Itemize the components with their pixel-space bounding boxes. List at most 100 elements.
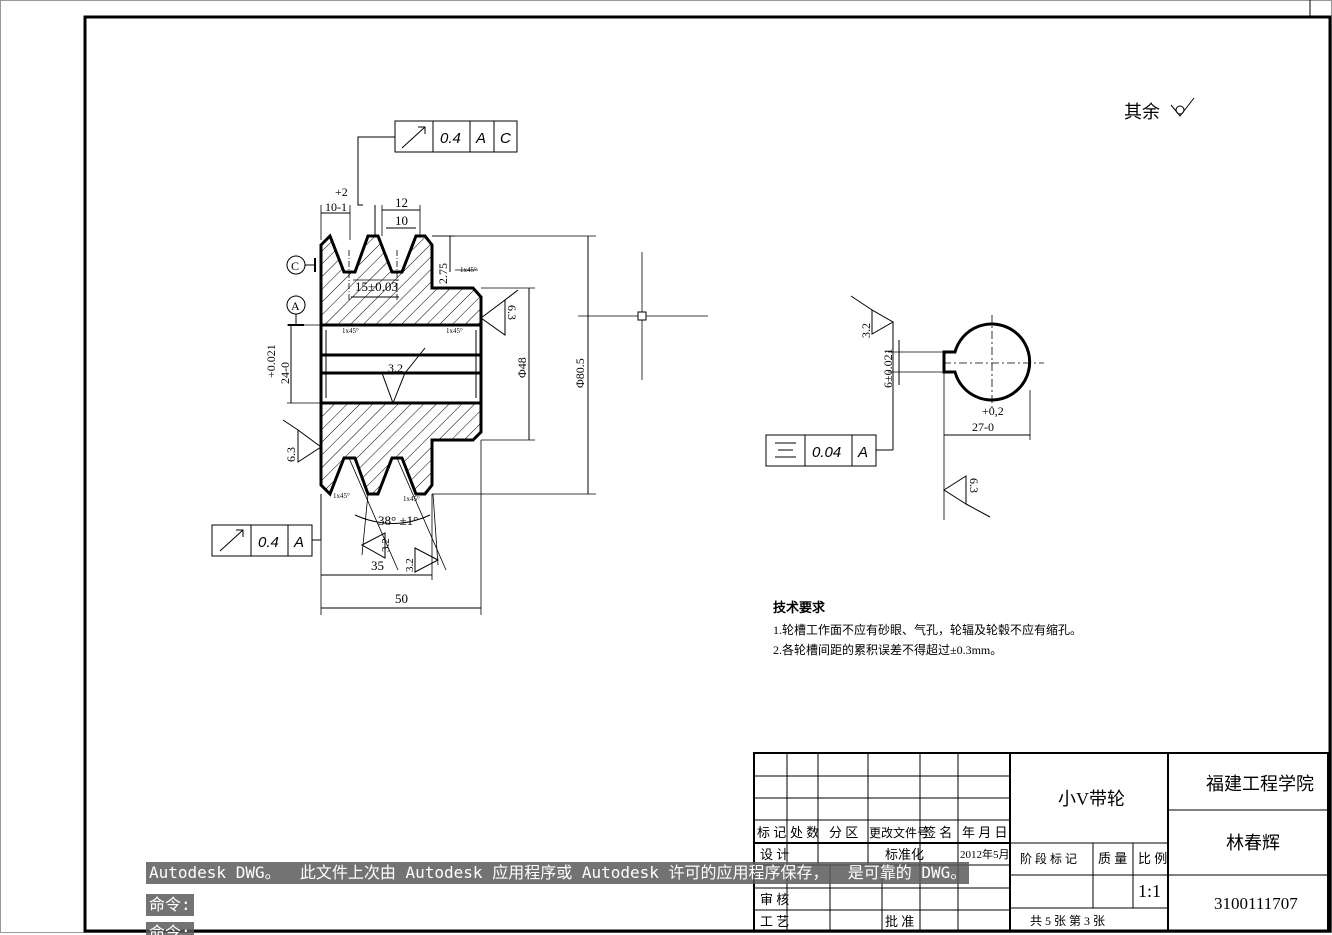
command-input-line[interactable]: 命令: [146,922,194,935]
roughness-value: 6.3 [284,447,298,462]
roughness-symbol [414,547,440,573]
dim-text: Φ80.5 [573,358,587,388]
roughness-leader [404,347,426,374]
cursor-pickbox[interactable] [637,311,647,321]
angle-arc [354,514,431,524]
roughness-value: 6.3 [967,478,981,493]
tolerance-datum: A [857,444,868,461]
dim-text: 24-0 [278,362,292,384]
roughness-note: 其余 [1124,97,1195,122]
roughness-value: 3.2 [404,558,416,572]
roughness-leader [850,295,873,311]
hdr-sign: 签 名 [923,825,952,840]
drawing-frame [83,15,1332,933]
roughness-symbol [943,475,967,505]
roughness-leader [282,419,299,431]
tolerance-datum: C [500,130,511,147]
dim-text: 10 [395,213,408,228]
tolerance-frame [211,524,313,557]
dim-text: 15±0.03 [355,279,398,294]
school-name: 福建工程学院 [1206,774,1314,794]
roughness-leader [965,503,991,518]
chamfer-label: 1x45° [333,492,350,500]
chamfer-label: 1x45° [446,327,463,335]
title-block [753,752,1329,932]
tolerance-value: 0.04 [812,444,841,461]
author-name: 林春辉 [1226,833,1280,853]
label-process: 工 艺 [760,914,789,929]
notes-line: 1.轮槽工作面不应有砂眼、气孔，轮辐及轮毂不应有缩孔。 [773,622,1082,637]
label-design: 设 计 [760,847,789,862]
label-date: 2012年5月 [960,847,1010,861]
tolerance-datum: A [475,130,486,147]
pulley-upper-section [319,233,483,327]
roughness-symbol [381,372,406,405]
angle-line [396,457,447,571]
label-standard: 标准化 [885,847,924,862]
tolerance-frame-bottom: 0.4 A [211,494,322,557]
dim-text: +2 [335,185,348,199]
tolerance-leader [312,494,322,541]
notes-title: 技术要求 [773,600,826,615]
label-stage: 阶 段 标 记 [1020,851,1077,866]
tolerance-leader [357,136,395,206]
angle-line [348,457,399,571]
roughness-value: 3.2 [380,538,392,552]
hdr-docno: 更改文件号 [869,825,929,840]
angle-line [432,493,439,566]
dim-text: 38° ±1° [378,513,418,528]
roughness-note-symbol [1170,97,1195,117]
hdr-zone: 分 区 [829,825,858,840]
dim-text: +0.021 [264,344,278,378]
dim-text: 12 [395,195,408,210]
roughness-symbol [297,429,322,463]
roughness-symbol [480,299,506,336]
dim-text: 6±0.021 [881,348,895,388]
roughness-symbol [871,309,895,335]
runout-arrow-icon [219,529,244,552]
chamfer-label: 1x45° [342,327,359,335]
dim-text: 50 [395,591,408,606]
dim-text: 35 [371,558,384,573]
technical-requirements: 技术要求 1.轮槽工作面不应有砂眼、气孔，轮辐及轮毂不应有缩孔。 2.各轮槽间距… [773,600,1082,657]
hub-end-view: 3.2 6±0.021 +0,2 27-0 6.3 0.04 A [765,295,1044,520]
roughness-leader [504,289,519,301]
dim-text: +0,2 [982,404,1004,418]
label-review: 审 核 [760,892,789,907]
label-sheets: 共 5 张 第 3 张 [1030,914,1105,928]
roughness-symbol [360,532,386,559]
value-scale: 1:1 [1138,881,1161,901]
label-scale: 比 例 [1138,851,1167,866]
runout-arrow-icon [401,126,426,149]
tolerance-value: 0.4 [258,534,279,551]
command-prompt-line: 命令: [146,894,194,916]
tolerance-datum: A [293,534,304,551]
datum-a-label: A [291,299,300,313]
hdr-mark: 标 记 [757,825,786,840]
pulley-section-view: +2 10-1 12 10 15±0.03 2.75 1x45° 1x45° 1… [211,120,708,615]
hub-outline [942,322,1032,402]
roughness-note-circle [1175,105,1185,115]
title-block-text: 标 记 处 数 分 区 更改文件号 签 名 年 月 日 设 计 标准化 2012… [757,774,1314,929]
roughness-value: 3.2 [859,323,873,338]
command-history-line: Autodesk DWG。 此文件上次由 Autodesk 应用程序或 Auto… [146,862,970,884]
chamfer-label: 1x45° [403,495,420,503]
tolerance-frame-symmetry: 0.04 A [765,434,893,467]
label-approve: 批 准 [885,914,914,929]
datum-c-label: C [291,259,299,273]
tolerance-frame-top: 0.4 A C [357,120,518,236]
dim-text: Φ48 [515,357,529,378]
dim-text: 2.75 [436,263,450,284]
dim-text: 27-0 [972,420,994,434]
hdr-date: 年 月 日 [962,825,1008,840]
tolerance-value: 0.4 [440,130,461,147]
drawing-number: 3100111707 [1214,894,1298,913]
hdr-count: 处 数 [790,825,819,840]
roughness-value: 6.3 [505,305,519,320]
dim-text: 10-1 [325,200,347,214]
roughness-value: 3.2 [388,361,403,375]
part-name: 小V带轮 [1058,789,1125,809]
pulley-lower-section [319,401,483,497]
